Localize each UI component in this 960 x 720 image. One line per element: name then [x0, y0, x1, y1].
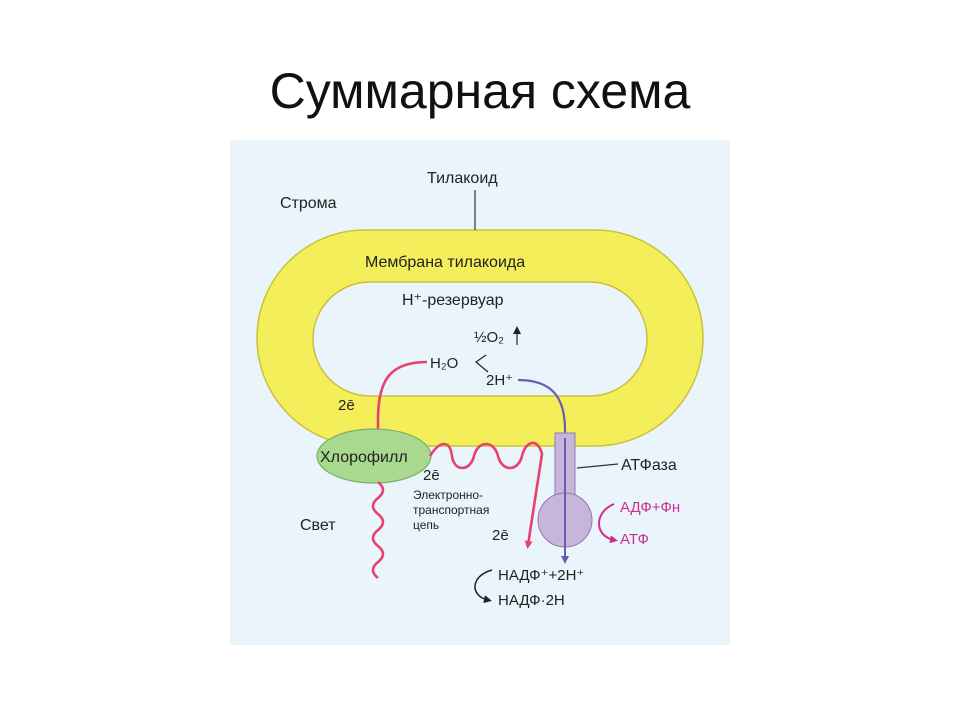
- etc-label-line3: цепь: [413, 518, 439, 532]
- stroma-label: Строма: [280, 195, 337, 212]
- h-reservoir-label: H⁺-резервуар: [402, 292, 504, 309]
- nadp-h-label: НАДФ·2H: [498, 592, 565, 609]
- electron-path-water: [374, 360, 428, 454]
- membrane-label: Мембрана тилакоида: [365, 254, 525, 271]
- half-o2-label: ½O₂: [474, 329, 504, 346]
- slide-title: Суммарная схема: [269, 63, 691, 119]
- nadp-plus-label: НАДФ⁺+2H⁺: [498, 567, 584, 584]
- atp-label: АТФ: [620, 531, 649, 548]
- thylakoid-membrane: [256, 229, 704, 447]
- two-h-plus-label: 2H⁺: [486, 372, 513, 389]
- electrons-lower-label: 2ē: [492, 527, 509, 544]
- water-split-lines: [475, 354, 489, 373]
- adp-pi-label: АДФ+Фн: [620, 499, 680, 516]
- thylakoid-label: Тилакоид: [427, 170, 498, 187]
- atpase-label: АТФаза: [621, 457, 677, 474]
- photosynthesis-diagram: Тилакоид Строма Мембрана тилакоида H⁺-ре…: [230, 140, 730, 645]
- chlorophyll-label: Хлорофилл: [320, 449, 408, 466]
- light-label: Свет: [300, 517, 336, 534]
- light-wave: [371, 480, 385, 580]
- etc-label-line2: транспортная: [413, 503, 489, 517]
- atp-synthesis-arrow: [598, 503, 618, 544]
- electrons-mid-label: 2ē: [423, 467, 440, 484]
- etc-wave: [428, 441, 544, 549]
- proton-path: [517, 378, 567, 436]
- etc-label-line1: Электронно-: [413, 488, 483, 502]
- nadp-reduction-arrow: [474, 569, 493, 604]
- atpase-pointer: [576, 463, 619, 469]
- h2o-label: H₂O: [430, 355, 458, 372]
- electrons-upper-label: 2ē: [338, 397, 355, 414]
